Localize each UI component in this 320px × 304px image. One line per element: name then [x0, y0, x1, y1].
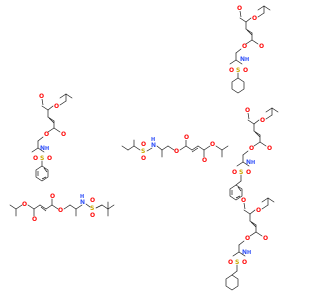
molecule-3: S O O N H O O O O: [121, 134, 229, 164]
atom-o: O: [241, 197, 246, 204]
atom-n: N: [246, 159, 251, 166]
atom-o: O: [90, 197, 95, 204]
atom-o: O: [210, 141, 215, 148]
atom-o: O: [44, 131, 49, 138]
atom-o: O: [246, 169, 251, 176]
molecule-4: O O O O N H S O O: [229, 107, 279, 201]
atom-o: O: [245, 235, 250, 242]
atom-h: H: [80, 194, 84, 200]
atom-o: O: [22, 201, 27, 208]
atom-o: O: [249, 145, 254, 152]
atom-o: O: [252, 15, 257, 22]
atom-o: O: [47, 155, 52, 162]
structure-canvas: O O O O N H S O O O: [9, 5, 279, 291]
atom-s: S: [90, 205, 94, 212]
atom-o: O: [58, 207, 63, 214]
molecule-5: O O O O N H S O O: [9, 193, 115, 223]
molecule-drawing: O O O O N H S O O O: [9, 5, 279, 291]
atom-o: O: [237, 5, 242, 12]
atom-o: O: [263, 235, 268, 242]
atom-o: O: [245, 107, 250, 114]
molecule-1: O O O O N H S O O: [229, 5, 271, 94]
atom-s: S: [141, 148, 145, 155]
atom-n: N: [40, 145, 45, 152]
atom-n: N: [80, 199, 85, 206]
atom-o: O: [184, 134, 189, 141]
atom-h: H: [251, 160, 255, 166]
atom-h: H: [245, 57, 249, 63]
atom-s: S: [235, 259, 239, 266]
atom-o: O: [242, 259, 247, 266]
atom-s: S: [40, 155, 44, 162]
molecule-2: O O O O N H S O O: [31, 93, 73, 182]
atom-h: H: [247, 250, 251, 256]
atom-n: N: [151, 142, 156, 149]
atom-o: O: [232, 169, 237, 176]
atom-o: O: [39, 93, 44, 100]
atom-o: O: [50, 193, 55, 200]
atom-o: O: [32, 216, 37, 223]
atom-o: O: [54, 103, 59, 110]
atom-s: S: [239, 169, 243, 176]
atom-o: O: [141, 155, 146, 162]
atom-o: O: [33, 155, 38, 162]
atom-o: O: [259, 43, 264, 50]
atom-o: O: [61, 131, 66, 138]
atom-o: O: [242, 43, 247, 50]
atom-s: S: [236, 67, 240, 74]
atom-n: N: [240, 56, 245, 63]
atom-o: O: [228, 259, 233, 266]
molecule-6: O O O O N H S O O: [225, 197, 275, 291]
atom-o: O: [141, 141, 146, 148]
atom-o: O: [256, 207, 261, 214]
atom-o: O: [90, 212, 95, 219]
atom-o: O: [267, 145, 272, 152]
atom-n: N: [242, 249, 247, 256]
atom-o: O: [243, 67, 248, 74]
atom-o: O: [260, 117, 265, 124]
atom-o: O: [174, 148, 179, 155]
atom-h: H: [151, 137, 155, 143]
atom-h: H: [45, 146, 49, 152]
atom-o: O: [229, 67, 234, 74]
atom-o: O: [202, 157, 207, 164]
